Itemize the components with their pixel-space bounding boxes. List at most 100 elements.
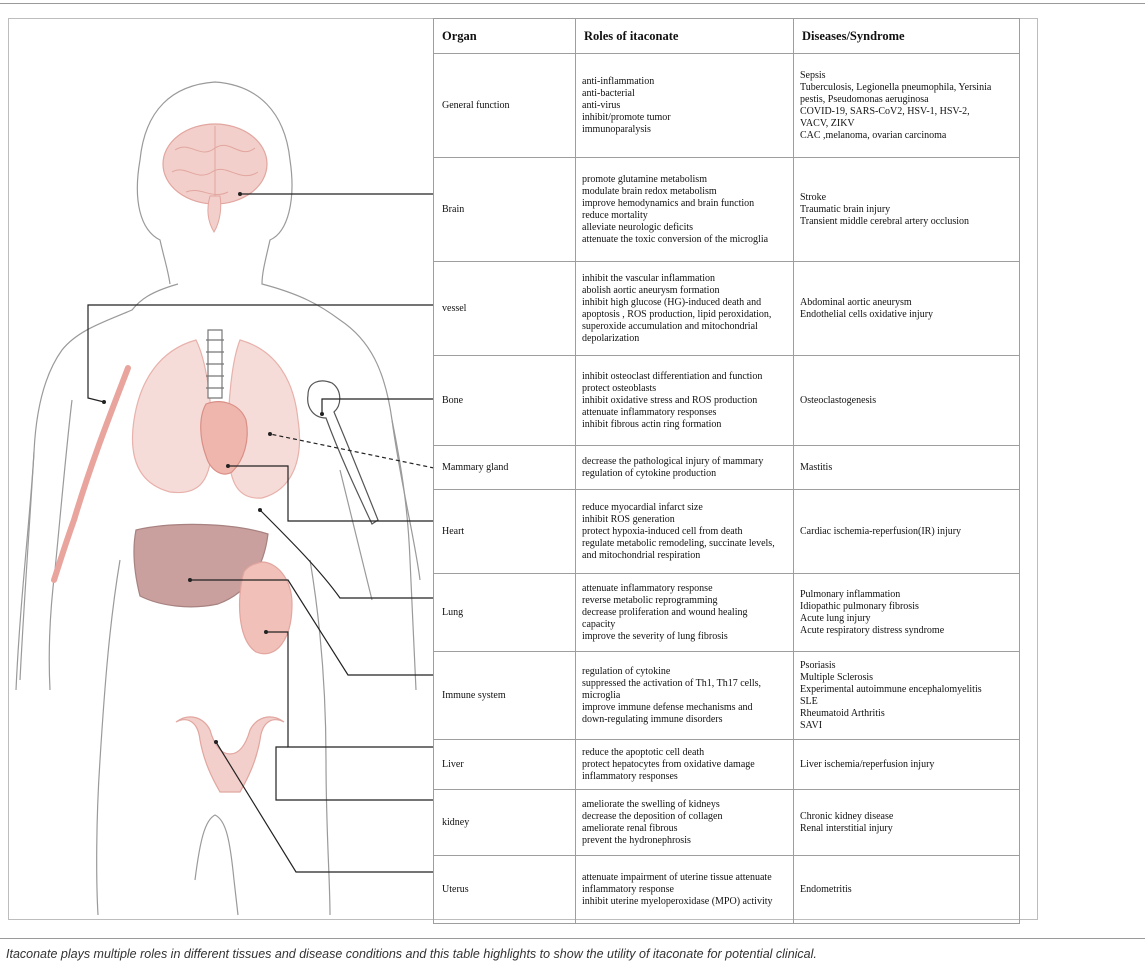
roles-cell: inhibit osteoclast differentiation and f… [575,355,794,446]
organ-cell: Heart [433,489,576,574]
role-line: modulate brain redox metabolism [582,185,717,197]
role-line: decrease the deposition of collagen [582,810,723,822]
disease-line: Experimental autoimmune encephalomyeliti… [800,683,982,695]
disease-line: Transient middle cerebral artery occlusi… [800,215,970,227]
disease-line: CAC ,melanoma, ovarian carcinoma [800,129,947,141]
role-line: attenuate the toxic conversion of the mi… [582,233,769,245]
role-line: improve the severity of lung fibrosis [582,630,728,642]
role-line: prevent the hydronephrosis [582,834,691,846]
role-line: inhibit uterine myeloperoxidase (MPO) ac… [582,895,773,907]
disease-line: Liver ischemia/reperfusion injury [800,758,935,770]
disease-line: Idiopathic pulmonary fibrosis [800,600,919,612]
liver-shape [133,523,269,608]
role-line: reverse metabolic reprogramming [582,594,718,606]
leader-lines [87,193,435,873]
arm-bone [307,380,379,525]
disease-line: Osteoclastogenesis [800,394,877,406]
role-line: attenuate inflammatory responses [582,406,717,418]
role-line: anti-inflammation [582,75,655,87]
disease-line: SLE [800,695,818,707]
organ-cell: Uterus [433,855,576,924]
role-line: regulation of cytokine [582,665,671,677]
disease-line: COVID-19, SARS-CoV2, HSV-1, HSV-2, [800,105,970,117]
role-line: protect hepatocytes from oxidative damag… [582,758,755,770]
leader-vessel [87,304,434,403]
role-line: superoxide accumulation and mitochondria… [582,320,758,332]
diseases-cell: Cardiac ischemia-reperfusion(IR) injury [793,489,1020,574]
itaconate-roles-table: Organ Roles of itaconate Diseases/Syndro… [433,18,1020,924]
role-line: regulation of cytokine production [582,467,717,479]
organ-cell: Lung [433,573,576,652]
leader-uterus [215,741,434,873]
diseases-cell: Mastitis [793,445,1020,490]
bottom-rule [0,938,1145,939]
diseases-cell: Osteoclastogenesis [793,355,1020,446]
disease-line: Endothelial cells oxidative injury [800,308,934,320]
role-line: attenuate impairment of uterine tissue a… [582,871,772,883]
role-line: protect osteoblasts [582,382,657,394]
role-line: inhibit osteoclast differentiation and f… [582,370,763,382]
role-line: suppressed the activation of Th1, Th17 c… [582,677,762,689]
role-line: attenuate inflammatory response [582,582,713,594]
table-row: Uterus attenuate impairment of uterine ti… [433,855,1020,924]
trachea [206,329,224,399]
role-line: inhibit fibrous actin ring formation [582,418,722,430]
figure-caption: Itaconate plays multiple roles in differ… [6,947,817,961]
role-line: down-regulating immune disorders [582,713,723,725]
organ-cell: Brain [433,157,576,262]
disease-line: Sepsis [800,69,826,81]
disease-line: SAVI [800,719,823,731]
disease-line: Acute respiratory distress syndrome [800,624,945,636]
heart-shape [200,401,248,475]
role-line: inflammatory response [582,883,674,895]
roles-cell: decrease the pathological injury of mamm… [575,445,794,490]
leader-kidney [266,631,434,748]
role-line: capacity [582,618,616,630]
uterus-shape [175,716,285,793]
organ-cell: vessel [433,261,576,356]
diseases-cell: Liver ischemia/reperfusion injury [793,739,1020,790]
disease-line: Endometritis [800,883,852,895]
left-arm-outline [15,399,73,691]
role-line: ameliorate renal fibrous [582,822,678,834]
header-organ: Organ [433,18,576,54]
role-line: inflammatory responses [582,770,678,782]
right-lung [227,339,301,499]
disease-line: Chronic kidney disease [800,810,894,822]
role-line: improve immune defense mechanisms and [582,701,753,713]
role-line: apoptosis , ROS production, lipid peroxi… [582,308,772,320]
disease-line: VACV, ZIKV [800,117,855,129]
organ-cell: General function [433,53,576,158]
role-line: ameliorate the swelling of kidneys [582,798,720,810]
body-outline [19,81,421,916]
role-line: promote glutamine metabolism [582,173,707,185]
header-diseases: Diseases/Syndrome [793,18,1020,54]
disease-line: Traumatic brain injury [800,203,891,215]
role-line: improve hemodynamics and brain function [582,197,755,209]
role-line: reduce mortality [582,209,648,221]
organ-cell: Immune system [433,651,576,740]
kidney-shape [238,561,293,655]
role-line: regulate metabolic remodeling, succinate… [582,537,775,549]
disease-line: Renal interstitial injury [800,822,893,834]
organ-cell: Mammary gland [433,445,576,490]
disease-line: Mastitis [800,461,833,473]
roles-cell: attenuate impairment of uterine tissue a… [575,855,794,924]
header-roles: Roles of itaconate [575,18,794,54]
